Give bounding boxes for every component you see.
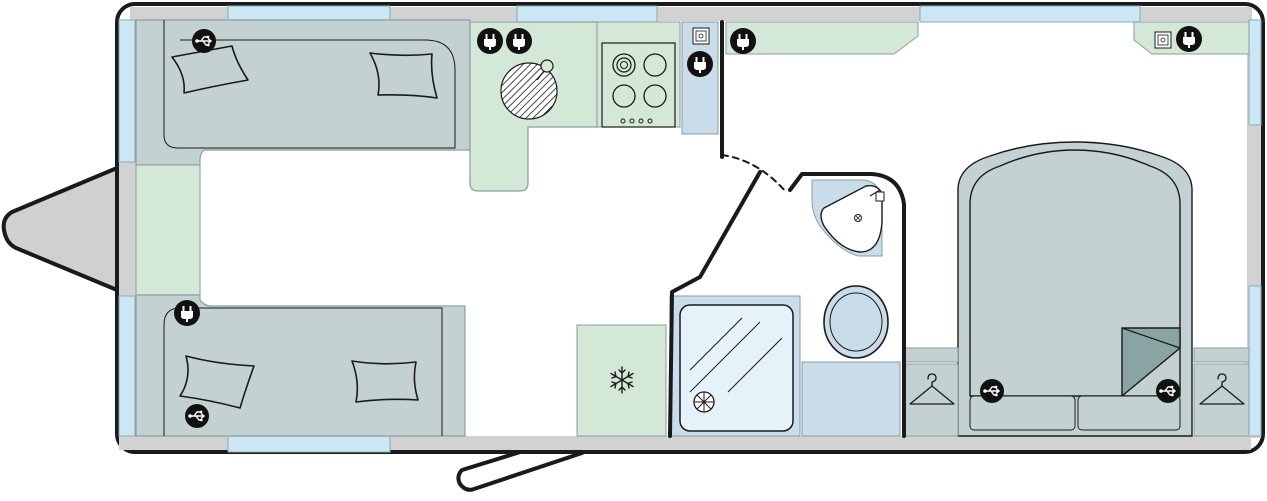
- window-rear-lower: [1248, 285, 1262, 437]
- usb-socket-icon: [184, 403, 210, 429]
- toilet-icon: [823, 285, 889, 359]
- hob-unit: [596, 21, 681, 128]
- sink-icon: [820, 184, 883, 253]
- bedside-unit-left: [904, 347, 959, 363]
- washroom: [669, 179, 901, 437]
- window-rear-upper: [1248, 19, 1262, 126]
- cushion-icon: [351, 360, 419, 403]
- interior-walls: [668, 20, 906, 438]
- front-lounge: [135, 19, 471, 437]
- cushion-icon: [369, 52, 438, 99]
- window-top-bedroom: [919, 5, 1141, 23]
- plug-socket-icon: [687, 51, 713, 77]
- plug-socket-icon: [477, 28, 503, 54]
- bed-drawer-right: [1077, 395, 1181, 431]
- tv-aerial-socket-icon: [692, 27, 710, 45]
- washroom-door-swing: [721, 154, 787, 193]
- usb-socket-icon: [979, 378, 1005, 404]
- window-bottom-front: [227, 435, 391, 453]
- hitch-a-frame: [1, 166, 119, 292]
- gas-hob-icon: [601, 42, 676, 128]
- plug-socket-icon: [174, 300, 200, 326]
- usb-socket-icon: [1155, 378, 1181, 404]
- window-front-upper: [118, 19, 136, 163]
- rear-bedroom: [725, 21, 1250, 437]
- wardrobe-right: [1193, 363, 1250, 437]
- cushion-icon: [171, 45, 249, 94]
- windows: [118, 5, 1262, 453]
- washroom-wall: [788, 172, 906, 438]
- bed-icon: [969, 149, 1181, 397]
- front-chest: [135, 164, 201, 296]
- tap-icon: [540, 59, 554, 73]
- overhead-locker-left: [725, 21, 919, 55]
- tv-aerial-socket-icon: [1154, 31, 1172, 49]
- cushion-icon: [179, 355, 255, 409]
- washroom-door-wall: [668, 170, 762, 438]
- plug-socket-icon: [730, 28, 756, 54]
- sofa-top-cushion-line: [163, 20, 456, 149]
- window-front-lower: [118, 295, 136, 437]
- plug-socket-icon: [506, 28, 532, 54]
- window-top-kitchen: [516, 5, 658, 23]
- plug-socket-icon: [1176, 26, 1202, 52]
- sink-icon: [500, 62, 558, 120]
- toilet-cistern: [801, 361, 901, 437]
- usb-socket-icon: [191, 28, 217, 54]
- bedside-unit-right: [1193, 347, 1250, 363]
- bed-drawer-left: [969, 395, 1076, 431]
